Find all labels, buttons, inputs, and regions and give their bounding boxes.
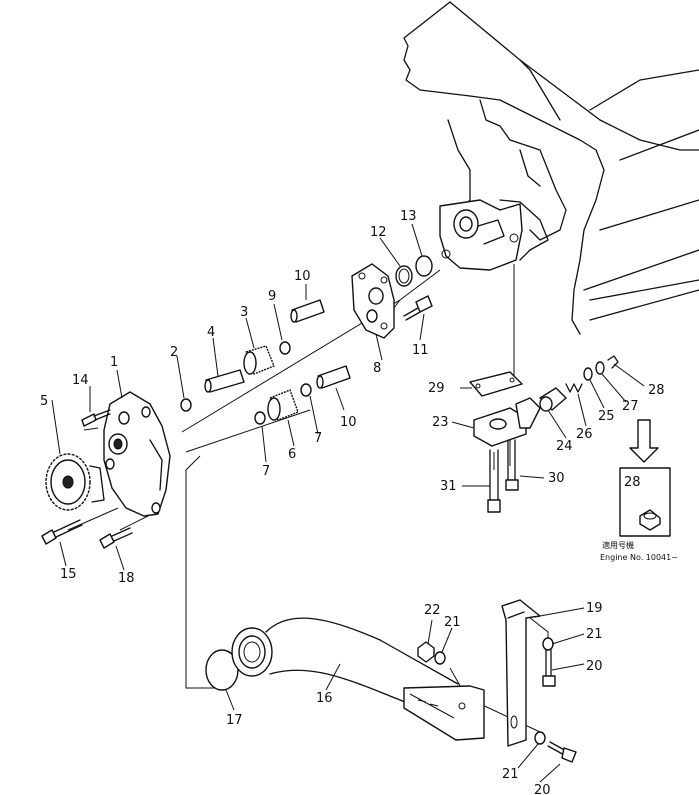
part-labels: 1 2 3 4 5 6 7 7 8 9 10 10 11 12 13 14 15… xyxy=(40,209,665,795)
part-23-body xyxy=(473,397,541,447)
label-9: 9 xyxy=(268,289,276,304)
label-7b: 7 xyxy=(314,431,322,446)
applicability-note: 適用号機 Engine No. 10041~ xyxy=(600,540,678,562)
part-9-pin xyxy=(279,341,291,355)
label-27: 27 xyxy=(622,399,639,414)
leader-lines xyxy=(51,223,645,783)
label-23: 23 xyxy=(432,415,449,430)
label-6: 6 xyxy=(288,447,296,462)
note-engine-number: Engine No. 10041~ xyxy=(600,553,678,562)
part-12-ring xyxy=(395,265,413,287)
label-3: 3 xyxy=(240,305,248,320)
label-29: 29 xyxy=(428,381,445,396)
label-30: 30 xyxy=(548,471,565,486)
part-19-bracket xyxy=(501,599,541,747)
part-14-bolt xyxy=(81,409,111,427)
part-1-pump-body xyxy=(103,391,171,517)
part-10a-shaft xyxy=(290,299,325,323)
label-14: 14 xyxy=(72,373,89,388)
label-16: 16 xyxy=(316,691,333,706)
part-4-shaft xyxy=(204,369,245,393)
part-15-bolt xyxy=(41,519,83,545)
part-10b-shaft xyxy=(316,365,351,389)
label-17: 17 xyxy=(226,713,243,728)
part-24-cap xyxy=(539,387,567,412)
part-5-gear xyxy=(45,453,105,511)
part-21a-washer xyxy=(434,651,446,665)
part-8-cover xyxy=(351,263,395,339)
part-20b-bolt xyxy=(547,741,577,763)
engine-block xyxy=(403,1,699,335)
label-2: 2 xyxy=(170,345,178,360)
part-25-washer xyxy=(583,367,593,381)
part-7b-pin xyxy=(300,383,312,397)
detail-arrow xyxy=(629,419,659,463)
part-21b-washer xyxy=(542,637,554,651)
detail-box xyxy=(619,467,671,537)
label-26: 26 xyxy=(576,427,593,442)
part-3-rotor xyxy=(243,345,275,375)
label-7a: 7 xyxy=(262,464,270,479)
part-13-oring xyxy=(415,255,433,277)
label-20b: 20 xyxy=(534,783,551,795)
label-10b: 10 xyxy=(340,415,357,430)
part-7a-pin xyxy=(254,411,266,425)
label-28a: 28 xyxy=(648,383,665,398)
label-13: 13 xyxy=(400,209,417,224)
part-11-bolt xyxy=(403,295,433,321)
label-21b: 21 xyxy=(586,627,603,642)
note-applicable-serial-label: 適用号機 xyxy=(602,540,634,550)
label-4: 4 xyxy=(207,325,215,340)
part-20a-bolt xyxy=(542,649,556,687)
label-31: 31 xyxy=(440,479,457,494)
label-8: 8 xyxy=(373,361,381,376)
part-30-bolt xyxy=(505,439,519,491)
part-31-bolt xyxy=(487,449,501,513)
label-21a: 21 xyxy=(444,615,461,630)
part-18-bolt xyxy=(99,527,133,549)
label-18: 18 xyxy=(118,571,135,586)
part-27-ring xyxy=(595,361,605,375)
part-6-rotor xyxy=(267,389,299,421)
label-15: 15 xyxy=(60,567,77,582)
label-20a: 20 xyxy=(586,659,603,674)
label-28b: 28 xyxy=(624,475,641,490)
part-16-pipe xyxy=(231,617,485,741)
part-21c-washer xyxy=(534,731,546,745)
label-25: 25 xyxy=(598,409,615,424)
label-5: 5 xyxy=(40,394,48,409)
label-11: 11 xyxy=(412,343,429,358)
label-12: 12 xyxy=(370,225,387,240)
label-1: 1 xyxy=(110,355,118,370)
part-22-nut xyxy=(417,641,435,663)
label-21c: 21 xyxy=(502,767,519,782)
part-2-pin xyxy=(180,398,192,412)
label-24: 24 xyxy=(556,439,573,454)
label-10a: 10 xyxy=(294,269,311,284)
label-22: 22 xyxy=(424,603,441,618)
part-29-gasket xyxy=(469,371,523,397)
part-26-spring xyxy=(565,383,583,393)
label-19: 19 xyxy=(586,601,603,616)
